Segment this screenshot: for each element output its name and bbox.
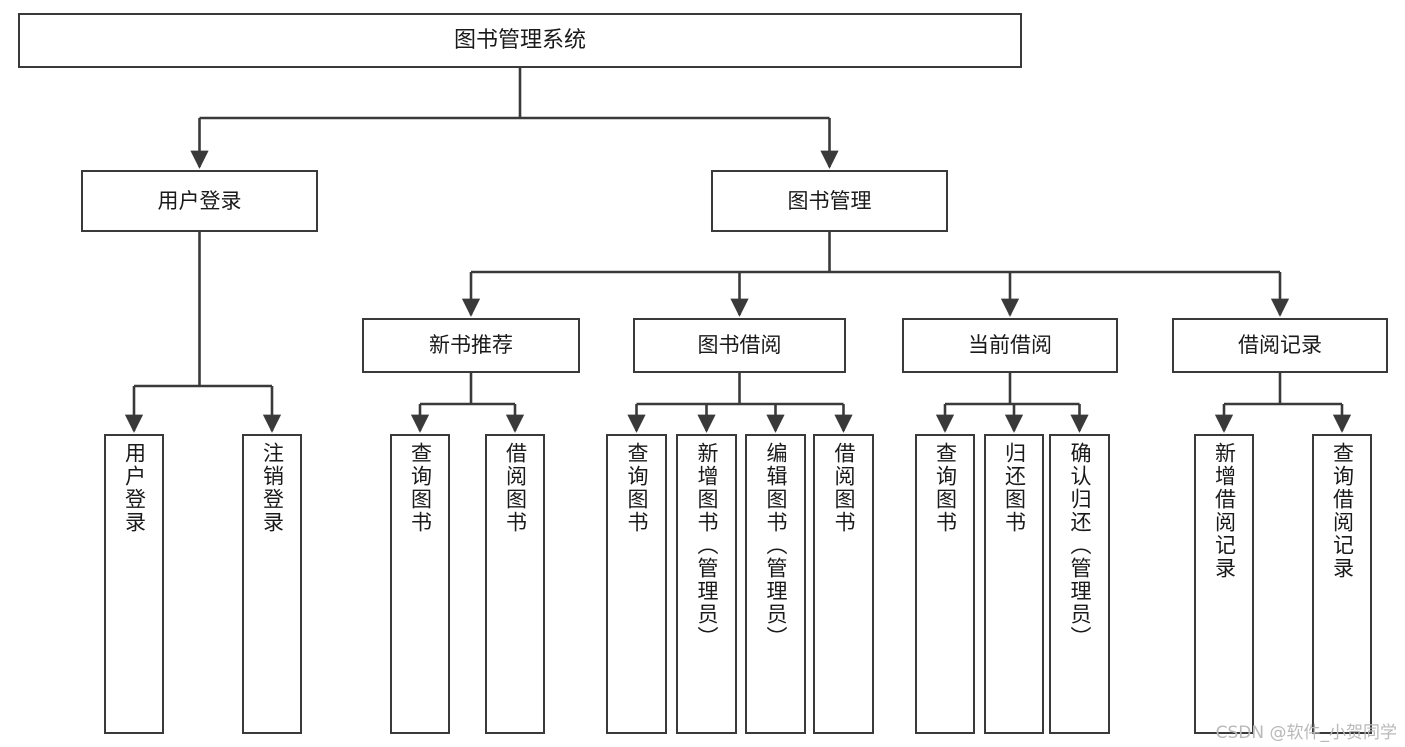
node-label: 借阅记录	[1238, 333, 1322, 358]
node-leaf-cur-2[interactable]: 归还图书	[984, 434, 1044, 734]
node-label: 用户登录	[157, 188, 242, 213]
node-label: 用户登录	[122, 442, 147, 534]
node-bookmgmt[interactable]: 图书管理	[711, 170, 948, 232]
node-label: 当前借阅	[968, 333, 1052, 358]
node-leaf-borrow-3[interactable]: 编辑图书（管理员）	[745, 434, 806, 734]
node-label: 查询图书	[408, 442, 433, 534]
node-label: 查询借阅记录	[1330, 442, 1355, 580]
node-leaf-login-2[interactable]: 注销登录	[242, 434, 302, 734]
node-borrow[interactable]: 图书借阅	[633, 318, 846, 373]
node-leaf-rec-1[interactable]: 新增借阅记录	[1194, 434, 1254, 734]
node-label: 借阅图书	[832, 442, 856, 534]
node-leaf-login-1[interactable]: 用户登录	[104, 434, 164, 734]
node-leaf-cur-1[interactable]: 查询图书	[915, 434, 975, 734]
node-label: 新书推荐	[429, 333, 513, 358]
node-leaf-new-1[interactable]: 查询图书	[390, 434, 450, 734]
node-label: 借阅图书	[503, 442, 528, 534]
node-leaf-borrow-1[interactable]: 查询图书	[606, 434, 667, 734]
node-label: 新增借阅记录	[1212, 442, 1237, 580]
node-label: 图书借阅	[697, 333, 782, 358]
node-current[interactable]: 当前借阅	[902, 318, 1118, 373]
node-leaf-new-2[interactable]: 借阅图书	[485, 434, 545, 734]
node-label: 确认归还（管理员）	[1068, 442, 1092, 649]
node-newbook[interactable]: 新书推荐	[362, 318, 580, 373]
watermark: CSDN @软件_小贺同学	[1215, 723, 1397, 743]
node-leaf-borrow-2[interactable]: 新增图书（管理员）	[676, 434, 737, 734]
node-login[interactable]: 用户登录	[81, 170, 318, 232]
node-label: 查询图书	[933, 442, 958, 534]
node-label: 图书管理	[787, 188, 872, 213]
node-label: 编辑图书（管理员）	[764, 442, 788, 649]
node-label: 归还图书	[1002, 442, 1027, 534]
node-leaf-rec-2[interactable]: 查询借阅记录	[1312, 434, 1372, 734]
node-label: 注销登录	[260, 442, 285, 534]
node-label: 图书管理系统	[453, 27, 586, 53]
node-leaf-cur-3[interactable]: 确认归还（管理员）	[1049, 434, 1110, 734]
node-leaf-borrow-4[interactable]: 借阅图书	[813, 434, 874, 734]
node-label: 新增图书（管理员）	[695, 442, 719, 649]
node-records[interactable]: 借阅记录	[1172, 318, 1388, 373]
node-root[interactable]: 图书管理系统	[18, 13, 1022, 68]
node-label: 查询图书	[625, 442, 649, 534]
